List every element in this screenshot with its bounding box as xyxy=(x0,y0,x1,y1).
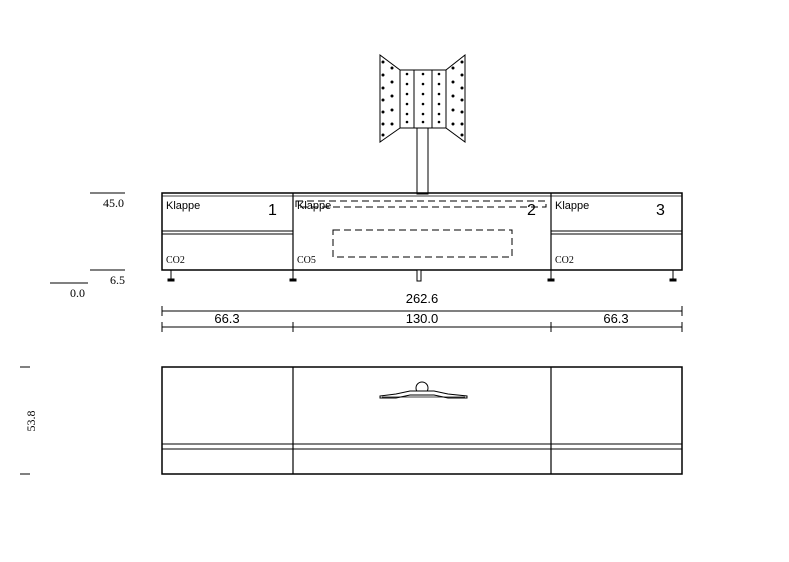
module-3-label: Klappe xyxy=(555,200,589,212)
module-1-number: 1 xyxy=(268,202,277,219)
top-view: 53.8 xyxy=(20,366,683,475)
module-3-code: CO2 xyxy=(555,255,574,266)
height-markers xyxy=(50,192,125,284)
front-view: Klappe 1 CO2 Klappe 2 CO5 Klappe 3 CO2 4… xyxy=(50,53,683,332)
module-1-label: Klappe xyxy=(166,200,200,212)
total-dimension-line xyxy=(161,306,683,316)
flap-dashed-outline xyxy=(295,200,547,208)
module-2-label: Klappe xyxy=(297,200,331,212)
cabinet-feet xyxy=(167,269,677,282)
bracket-plate xyxy=(399,69,447,129)
height-base-label: 6.5 xyxy=(110,273,125,287)
mount-base-top xyxy=(379,381,468,399)
module-2-code: CO5 xyxy=(297,255,316,266)
mount-pole xyxy=(416,127,429,195)
tv-mount-bracket xyxy=(379,53,466,143)
total-width-label: 262.6 xyxy=(406,291,439,306)
depth-markers xyxy=(20,366,30,475)
inner-compartment-dashed xyxy=(332,229,513,258)
module-dimension-line xyxy=(161,322,683,332)
module-2-number: 2 xyxy=(527,202,536,219)
top-view-outline xyxy=(161,366,683,475)
width-module-1-label: 66.3 xyxy=(214,311,239,326)
module-3-number: 3 xyxy=(656,202,665,219)
width-module-3-label: 66.3 xyxy=(603,311,628,326)
depth-label: 53.8 xyxy=(24,411,38,432)
module-1-code: CO2 xyxy=(166,255,185,266)
bracket-right-wing xyxy=(445,53,466,143)
width-module-2-label: 130.0 xyxy=(406,311,439,326)
height-top-label: 45.0 xyxy=(103,196,124,210)
height-floor-label: 0.0 xyxy=(70,286,85,300)
bracket-holes xyxy=(381,60,464,137)
